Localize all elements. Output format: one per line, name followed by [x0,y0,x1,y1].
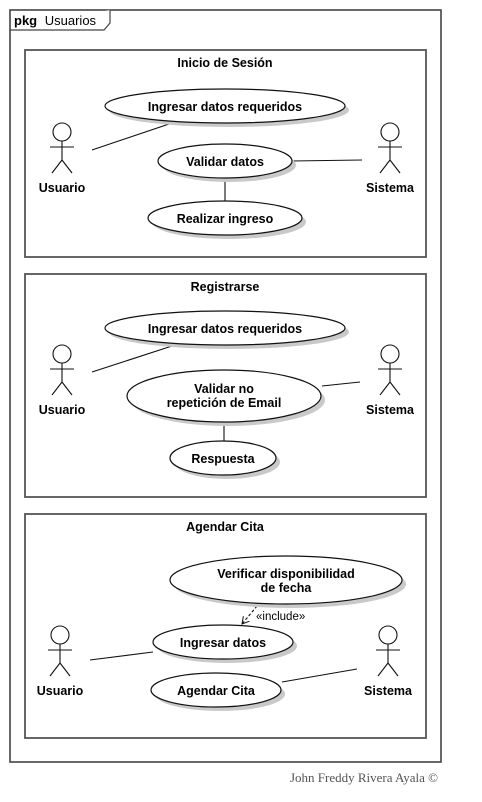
actor-usuario: Usuario [39,344,86,417]
association-line [89,651,154,661]
association-line [91,345,173,373]
use-case-ingresar-datos-requeridos: Ingresar datos requeridos [104,88,349,127]
section-registrarse: Registrarse Usuario Sistema Ingresar dat… [24,273,427,498]
use-case-label-line: Verificar disponibilidad [217,567,355,581]
use-case-ingresar-datos-requeridos: Ingresar datos requeridos [104,310,349,349]
use-case-label: Realizar ingreso [177,212,274,226]
actor-label: Usuario [39,403,86,417]
association-line [291,159,363,162]
actor-label: Sistema [366,181,415,195]
actor-sistema: Sistema [364,625,413,698]
use-case-label-line: Validar no [194,382,254,396]
package-tab-label: pkg Usuarios [14,13,97,28]
use-case-validar-datos: Validar datos [157,143,296,182]
use-case-label: Respuesta [191,452,255,466]
use-case-validar-no-repeticion-email: Validar no repetición de Email [126,369,325,426]
section-title: Agendar Cita [186,520,265,534]
use-case-label: Ingresar datos [180,636,266,650]
use-case-label-line: de fecha [261,581,313,595]
section-title: Inicio de Sesión [177,56,272,70]
package-frame: pkg Usuarios [9,9,442,763]
association-line [321,381,361,387]
use-case-label: Ingresar datos requeridos [148,100,302,114]
actor-usuario: Usuario [37,625,84,698]
use-case-label-line: repetición de Email [167,396,282,410]
use-case-respuesta: Respuesta [169,440,280,479]
section-inicio-sesion: Inicio de Sesión Usuario Sistema In [24,49,427,258]
use-case-label: Ingresar datos requeridos [148,322,302,336]
section-agendar-cita: Agendar Cita Usuario Sistema «include» V… [24,513,427,739]
use-case-verificar-disponibilidad: Verificar disponibilidad de fecha [169,555,406,608]
section-title: Registrarse [191,280,260,294]
association-line [281,668,358,683]
actor-label: Sistema [364,684,413,698]
include-label: «include» [256,611,305,623]
use-case-label: Agendar Cita [177,684,256,698]
use-case-agendar-cita: Agendar Cita [150,672,285,711]
association-line [91,122,173,151]
actor-sistema: Sistema [366,344,415,417]
use-case-label: Validar datos [186,155,264,169]
actor-sistema: Sistema [366,122,415,195]
actor-label: Usuario [37,684,84,698]
use-case-ingresar-datos: Ingresar datos [152,624,297,663]
include-arrow [242,605,258,624]
use-case-realizar-ingreso: Realizar ingreso [147,200,306,239]
actor-usuario: Usuario [39,122,86,195]
author-credit: John Freddy Rivera Ayala © [290,770,438,785]
actor-label: Sistema [366,403,415,417]
actor-label: Usuario [39,181,86,195]
package-keyword: pkg [14,13,37,28]
package-name: Usuarios [45,13,97,28]
